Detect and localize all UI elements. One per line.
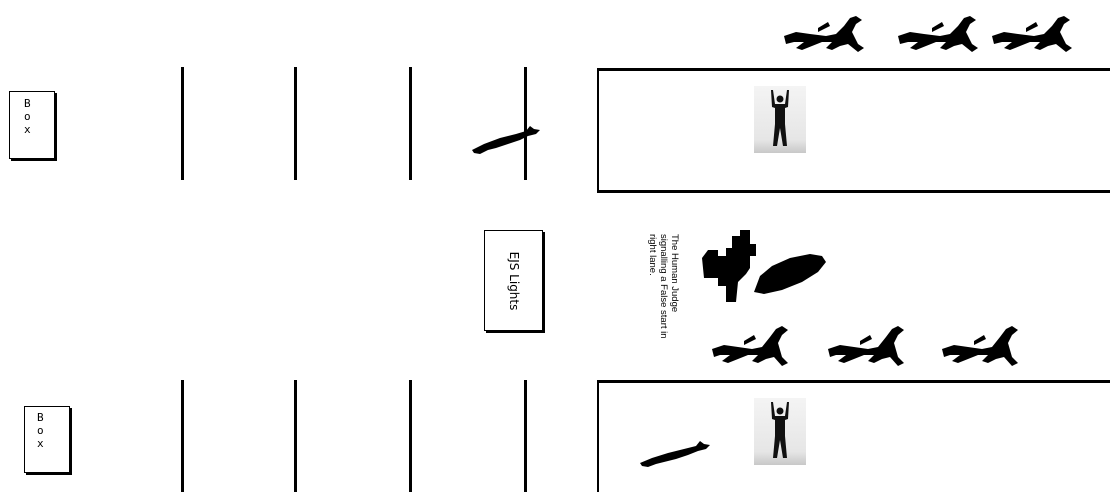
dog-running-top-1 <box>782 14 870 54</box>
ejs-lights-box: EJS Lights <box>484 230 543 331</box>
track-top-upper <box>597 68 1110 71</box>
judge-flag-signal <box>698 222 830 306</box>
box-top: B o x <box>9 91 55 159</box>
hurdle-top-3 <box>409 67 412 180</box>
dog-running-top-2 <box>896 14 984 54</box>
hurdle-top-1 <box>181 67 184 180</box>
track-bottom-upper <box>597 380 1110 383</box>
ejs-lights-label: EJS Lights <box>507 251 521 310</box>
box-bottom-letter-o: o <box>37 425 44 437</box>
dog-leaping-bottom <box>638 437 714 469</box>
judge-caption: The Human Judge signalling a False start… <box>647 234 680 354</box>
hurdle-bottom-2 <box>294 380 297 492</box>
hurdle-top-2 <box>294 67 297 180</box>
box-bottom-letter-b: B <box>37 412 44 424</box>
dog-running-mid-1 <box>710 323 796 367</box>
track-bottom-start-edge <box>597 380 599 492</box>
track-top-lower <box>597 190 1110 193</box>
dog-leaping-top <box>470 122 544 156</box>
box-top-letter-o: o <box>24 111 31 123</box>
dog-running-mid-2 <box>826 323 912 367</box>
hurdle-bottom-1 <box>181 380 184 492</box>
box-bottom: B o x <box>24 406 70 473</box>
dog-running-mid-3 <box>940 323 1026 367</box>
hurdle-bottom-3 <box>409 380 412 492</box>
box-top-letter-x: x <box>24 124 31 136</box>
dog-running-top-3 <box>990 14 1078 54</box>
box-top-letter-b: B <box>24 98 31 110</box>
box-bottom-letter-x: x <box>37 438 44 450</box>
judge-figure-bottom <box>754 398 806 465</box>
hurdle-bottom-4 <box>524 380 527 492</box>
track-top-start-edge <box>597 68 599 193</box>
judge-figure-top <box>754 86 806 153</box>
